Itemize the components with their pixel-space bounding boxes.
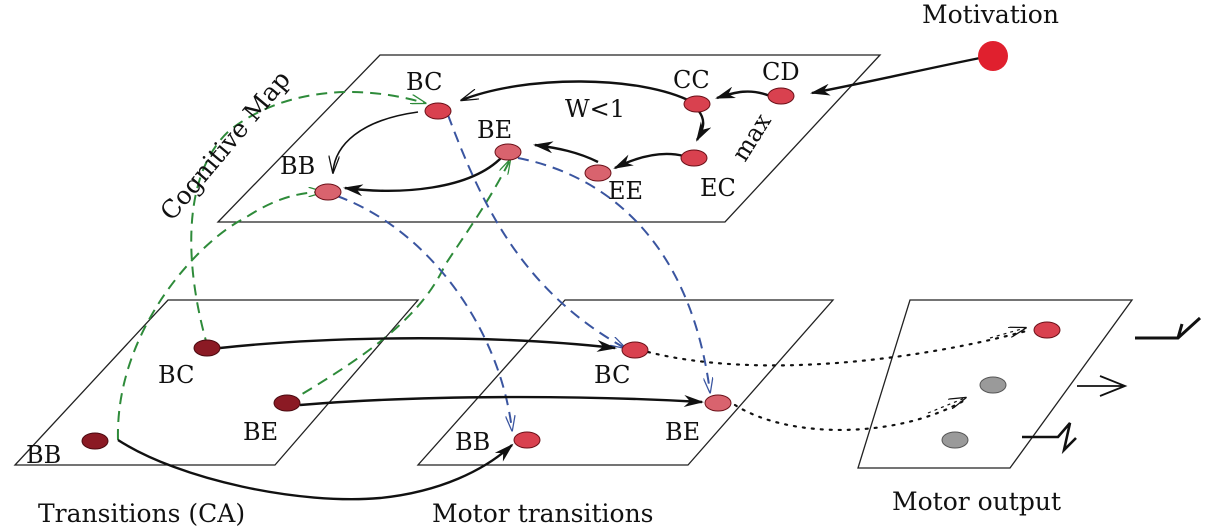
motor-transitions-label: Motor transitions: [432, 499, 654, 528]
node-output-top: [1033, 321, 1061, 339]
cognitive-map-plane: [216, 54, 882, 223]
node-cog-bb: [314, 183, 342, 201]
arc-trans-bc: [219, 337, 617, 352]
node-trans-bc: [193, 339, 221, 357]
motivation-label: Motivation: [922, 0, 1059, 29]
label-motor-be: BE: [665, 418, 700, 446]
dots-be-output: [733, 398, 967, 431]
link-blue-bc: [447, 114, 625, 348]
link-green-bb: [116, 192, 323, 441]
label-cog-bc: BC: [406, 68, 442, 96]
straight-arrow-icon: [1077, 375, 1128, 397]
motor-output-arrow-mid: [927, 398, 965, 414]
arc-motivation-to-cd: [810, 55, 986, 96]
label-motor-bb: BB: [455, 428, 490, 456]
label-cog-cd: CD: [762, 58, 800, 86]
node-cog-ee: [584, 164, 612, 182]
link-blue-bb: [336, 195, 512, 430]
node-cog-cd: [767, 87, 795, 105]
motor-output-label: Motor output: [892, 487, 1061, 516]
node-cog-ec: [680, 149, 708, 167]
arc-bc-to-bb: [333, 111, 419, 172]
motor-output-arrow-top: [989, 328, 1025, 339]
dots-bc-output: [646, 328, 1032, 367]
node-motor-be: [704, 394, 732, 412]
node-cog-bc: [424, 102, 452, 120]
cognitive-map-label: Cognitive Map: [154, 65, 296, 226]
label-cog-ec: EC: [700, 174, 736, 202]
arc-ee-to-be: [533, 141, 599, 164]
max-label: max: [726, 108, 777, 166]
arc-cc-to-bc: [462, 80, 693, 104]
node-cog-cc: [683, 95, 711, 113]
node-output-bottom: [941, 431, 969, 449]
motor-output-plane: [857, 299, 1134, 469]
label-cog-ee: EE: [608, 177, 643, 205]
link-green-be: [286, 160, 510, 404]
weight-label: W<1: [565, 95, 625, 123]
arc-ec-to-ee: [613, 152, 685, 170]
arc-trans-be: [299, 394, 704, 407]
node-motor-bc: [621, 341, 649, 359]
arc-trans-bb: [117, 438, 514, 501]
label-motor-bc: BC: [594, 361, 630, 389]
transitions-plane: [13, 299, 420, 466]
arc-be-to-bb: [343, 156, 503, 197]
turn-right-icon: [1135, 316, 1202, 340]
arc-cd-to-cc: [715, 86, 771, 100]
node-trans-be: [273, 394, 301, 412]
label-cog-be: BE: [477, 116, 512, 144]
node-trans-bb: [81, 432, 109, 450]
label-trans-bb: BB: [26, 441, 61, 469]
motivation-node: [978, 41, 1008, 71]
motor-transitions-plane: [416, 299, 835, 466]
node-motor-bb: [513, 431, 541, 449]
turn-left-icon: [1022, 422, 1077, 455]
label-cog-cc: CC: [673, 66, 710, 94]
node-cog-be: [494, 143, 522, 161]
label-trans-bc: BC: [158, 361, 194, 389]
node-output-mid: [979, 376, 1007, 394]
label-cog-bb: BB: [280, 152, 315, 180]
transitions-ca-label: Transitions (CA): [38, 499, 245, 528]
arc-cc-to-ec: [695, 109, 712, 142]
link-green-bc: [190, 91, 425, 349]
label-trans-be: BE: [243, 418, 278, 446]
